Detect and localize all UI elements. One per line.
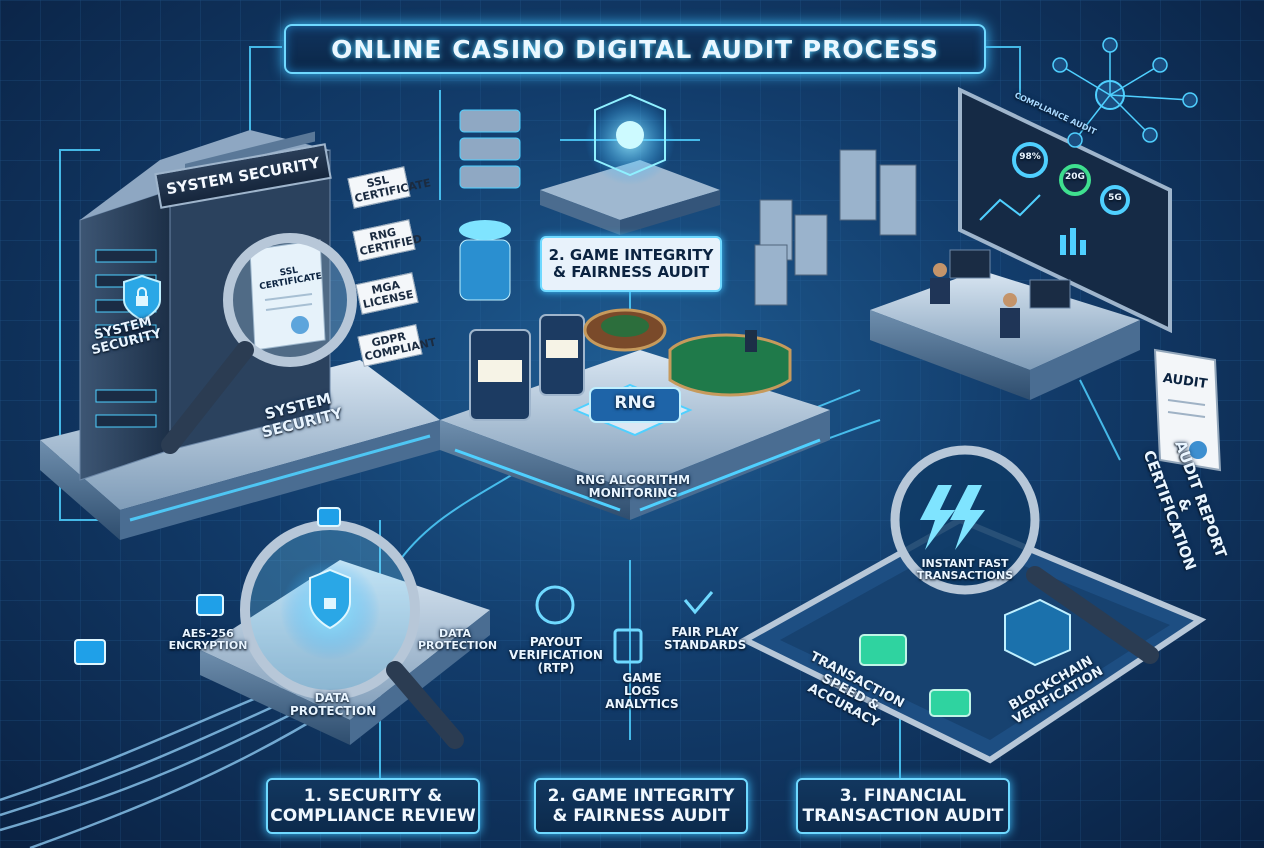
data-protection-right-label: DATA PROTECTION [418,627,498,653]
card-table [668,330,792,397]
audit-report-doc [1153,348,1222,472]
step-2-line1: 2. GAME INTEGRITY [547,785,735,806]
integrity-icons [535,585,714,664]
gauge-1-value: 98% [1019,152,1041,162]
magnifier-security [240,520,464,749]
rack-shield-icon [123,274,161,322]
title-banner: ONLINE CASINO DIGITAL AUDIT PROCESS [284,24,986,74]
dashboard-monitor [958,86,1172,334]
magnifier-left [161,233,357,454]
page-title: ONLINE CASINO DIGITAL AUDIT PROCESS [331,34,939,64]
step-1-line1: 1. SECURITY & [303,785,443,806]
step-1-line2: COMPLIANCE REVIEW [270,806,476,826]
encryption-label: AES-256 ENCRYPTION [168,627,248,653]
game-integrity-line1: 2. GAME INTEGRITY [548,245,714,264]
rng-monitoring-label: RNG ALGORITHM MONITORING [575,473,691,501]
magnifier-financial [890,445,1159,664]
fair-play-label: FAIR PLAY STANDARDS [664,625,747,653]
step-2-box: 2. GAME INTEGRITY & FAIRNESS AUDIT [534,778,748,834]
padlock-icons [74,507,341,665]
ssl-certificate-doc [249,239,326,351]
step-3-line1: 3. FINANCIAL [839,785,967,806]
analyst-desks [930,249,1071,338]
game-logs-label: GAME LOGS ANALYTICS [605,671,679,712]
data-protection-bottom-label: DATA PROTECTION [290,691,377,719]
network-nodes [1052,37,1198,148]
gauge-3-value: 5G [1108,193,1122,203]
rng-chip-label: RNG [614,393,656,413]
roulette-wheel [583,308,667,352]
payout-label: PAYOUT VERIFICATION (RTP) [509,635,603,676]
game-integrity-heading: 2. GAME INTEGRITY & FAIRNESS AUDIT [540,236,722,292]
mini-servers [754,149,917,306]
step-3-box: 3. FINANCIAL TRANSACTION AUDIT [796,778,1010,834]
system-security-platform [40,360,440,540]
gauge-2-value: 20G [1065,172,1085,182]
financial-platform [738,516,1207,764]
step-1-box: 1. SECURITY & COMPLIANCE REVIEW [266,778,480,834]
blockchain-cube [1004,598,1071,667]
step-3-line2: TRANSACTION AUDIT [802,806,1004,826]
rng-chip [572,383,693,437]
game-integrity-line2: & FAIRNESS AUDIT [552,263,710,281]
fast-transactions-label: INSTANT FAST TRANSACTIONS [916,557,1014,583]
money-cards [859,634,971,717]
server-stack-left [459,109,521,301]
crystal-cube [540,93,720,235]
slot-machines [469,314,585,421]
step-2-line2: & FAIRNESS AUDIT [552,806,730,826]
